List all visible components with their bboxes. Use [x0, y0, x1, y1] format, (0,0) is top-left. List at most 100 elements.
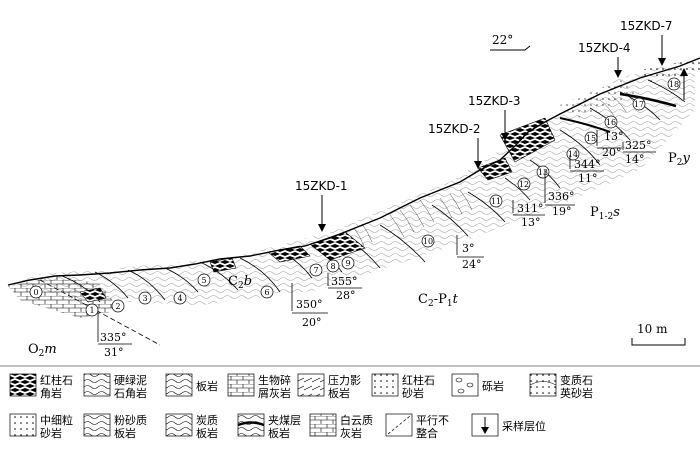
- layer-0: 0: [29, 285, 43, 299]
- svg-text:红柱石: 红柱石: [40, 373, 73, 387]
- svg-text:2: 2: [115, 302, 120, 311]
- attitude-5: 311° 13°: [512, 200, 545, 229]
- layer-17: 17: [632, 97, 646, 111]
- medium-fine-sandstone-icon: [9, 413, 37, 437]
- svg-text:15ZKD-1: 15ZKD-1: [295, 179, 348, 193]
- svg-text:英砂岩: 英砂岩: [560, 386, 593, 400]
- scale-bar: 10 m: [631, 322, 686, 346]
- up-arrow-icon: [680, 68, 688, 76]
- svg-text:生物碎: 生物碎: [258, 373, 291, 387]
- attitude-2: 350° 20°: [291, 283, 328, 329]
- svg-text:13°: 13°: [521, 216, 541, 229]
- svg-text:9: 9: [345, 259, 350, 268]
- svg-text:12: 12: [519, 180, 529, 189]
- legend-item-sampling-position: 采样层位: [471, 413, 546, 437]
- layer-10: 10: [421, 234, 435, 248]
- svg-text:3°: 3°: [462, 242, 475, 255]
- svg-text:10: 10: [423, 237, 433, 246]
- andalusite-sandstone-icon: [371, 373, 399, 397]
- down-arrow-icon: [658, 58, 666, 66]
- gravel-rock-icon: [451, 373, 479, 397]
- svg-text:6: 6: [264, 288, 269, 297]
- metaquartz-sandstone-icon: [529, 373, 557, 397]
- layer-18: 18: [667, 77, 681, 91]
- layer-6: 6: [260, 285, 274, 299]
- svg-text:18: 18: [669, 80, 679, 89]
- sampling-position-arrow: [680, 68, 688, 100]
- layer-9: 9: [341, 256, 355, 270]
- svg-text:板岩: 板岩: [196, 379, 218, 393]
- svg-text:砾岩: 砾岩: [482, 379, 504, 393]
- svg-text:1: 1: [89, 306, 94, 315]
- layer-1: 1: [85, 303, 99, 317]
- svg-text:28°: 28°: [336, 289, 356, 302]
- borehole-15zkd-1: 15ZKD-1: [295, 179, 348, 232]
- topography-line: [7, 57, 700, 286]
- svg-text:变质石: 变质石: [560, 373, 593, 387]
- stratum-p2y: P2y: [668, 151, 690, 168]
- borehole-15zkd-7: 15ZKD-7: [620, 19, 673, 66]
- svg-text:335°: 335°: [100, 331, 127, 344]
- svg-text:平行不: 平行不: [416, 414, 449, 427]
- svg-text:14°: 14°: [625, 153, 645, 166]
- layer-12: 12: [517, 177, 531, 191]
- attitude-3: 355° 28°: [327, 273, 362, 302]
- layer-11: 11: [489, 194, 503, 208]
- borehole-15zkd-2: 15ZKD-2: [428, 122, 482, 169]
- svg-text:17: 17: [634, 100, 644, 109]
- svg-text:7: 7: [313, 266, 318, 275]
- legend-item-gravel-rock: 砾岩: [451, 373, 504, 397]
- svg-text:31°: 31°: [104, 346, 124, 359]
- svg-text:16: 16: [606, 118, 616, 127]
- boreholes: 15ZKD-1 15ZKD-2 15ZKD-3 15ZKD-4 15ZKD-7: [295, 19, 673, 232]
- svg-text:红柱石: 红柱石: [402, 373, 435, 387]
- svg-text:灰岩: 灰岩: [340, 426, 362, 440]
- layer-13: 13: [536, 165, 550, 179]
- svg-text:炭质: 炭质: [196, 414, 218, 427]
- down-arrow-icon: [501, 133, 509, 141]
- attitude-9: 325° 14°: [622, 139, 656, 166]
- cross-section: [7, 57, 700, 346]
- layer-5: 5: [197, 273, 211, 287]
- svg-text:砂岩: 砂岩: [402, 386, 424, 400]
- layer-2: 2: [111, 299, 125, 313]
- svg-text:压力影: 压力影: [328, 374, 361, 387]
- down-arrow-icon: [474, 161, 482, 169]
- svg-text:20°: 20°: [602, 146, 622, 159]
- svg-text:350°: 350°: [296, 298, 323, 311]
- svg-text:角岩: 角岩: [40, 386, 62, 400]
- hard-green-mudstone-hornfels-icon: [83, 373, 111, 397]
- svg-text:24°: 24°: [462, 258, 482, 271]
- svg-text:15ZKD-4: 15ZKD-4: [578, 41, 631, 55]
- svg-text:白云质: 白云质: [340, 413, 373, 427]
- orientation-indicator: 22°: [490, 33, 531, 51]
- svg-text:中细粒: 中细粒: [40, 413, 73, 427]
- dolomitic-limestone-icon: [309, 413, 337, 437]
- svg-text:采样层位: 采样层位: [502, 419, 546, 433]
- svg-text:13°: 13°: [604, 130, 624, 143]
- svg-text:325°: 325°: [625, 139, 652, 152]
- red-andalusite-breccia-icon: [9, 373, 37, 397]
- svg-text:20°: 20°: [302, 316, 322, 329]
- svg-text:3: 3: [142, 294, 147, 303]
- carbonaceous-slate-icon: [165, 413, 193, 437]
- svg-text:15: 15: [586, 134, 596, 143]
- disconformity-line: [39, 279, 161, 346]
- svg-text:板岩: 板岩: [114, 426, 136, 440]
- layer-3: 3: [138, 291, 152, 305]
- layer-4: 4: [173, 291, 187, 305]
- svg-text:板岩: 板岩: [196, 426, 218, 440]
- orientation-arrow-icon: [490, 45, 531, 51]
- silty-slate-icon: [83, 413, 111, 437]
- svg-text:311°: 311°: [517, 202, 544, 215]
- svg-text:344°: 344°: [574, 158, 601, 171]
